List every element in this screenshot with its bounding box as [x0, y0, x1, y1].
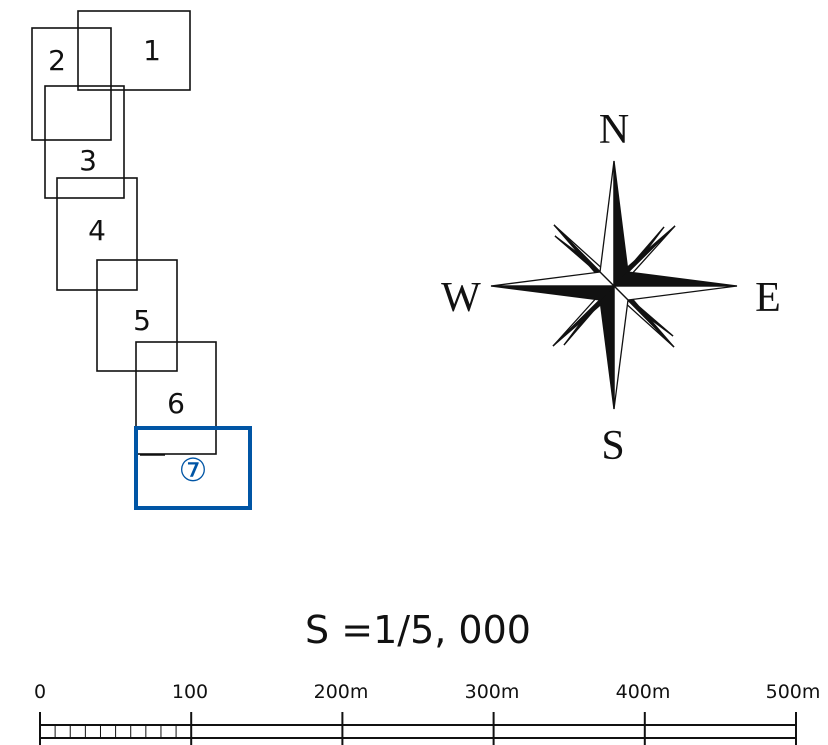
sheet-2-label: 2	[48, 44, 66, 77]
compass-rose	[490, 160, 738, 410]
sheet-7-label: ⑦	[179, 451, 208, 489]
sheet-6-label: 6	[167, 387, 185, 420]
scale-tick-label-0: 0	[34, 681, 46, 703]
scale-bar: 0 100 200m 300m 400m 500m	[34, 681, 820, 745]
scale-minor-ticks	[54, 725, 177, 738]
sheet-1[interactable]: 1	[77, 10, 191, 91]
scale-ratio: S =1/5, 000	[305, 608, 531, 652]
sheet-index: 1 2 3 4 5 6 ⑦	[31, 10, 252, 510]
scale-tick-label-200: 200m	[314, 681, 369, 703]
sheet-6-frame	[135, 341, 217, 455]
compass-south-label: S	[601, 423, 624, 469]
scale-tick-label-100: 100	[172, 681, 208, 703]
scale-tick-label-400: 400m	[616, 681, 671, 703]
sheet-2[interactable]: 2	[31, 27, 112, 141]
compass-east-label: E	[755, 275, 781, 321]
sheet-2-frame	[31, 27, 112, 141]
sheet-7-frame	[134, 426, 252, 510]
sheet-7-selected[interactable]: ⑦	[134, 426, 252, 510]
compass-north-label: N	[599, 107, 629, 153]
sheet-5[interactable]: 5	[96, 259, 178, 372]
scale-tick-label-300: 300m	[465, 681, 520, 703]
sheet-1-label: 1	[143, 34, 161, 67]
sheet-5-label: 5	[133, 304, 151, 337]
sheet-5-frame	[96, 259, 178, 372]
sheet-3[interactable]: 3	[44, 85, 125, 199]
compass-star-icon	[490, 160, 738, 410]
sheet-3-label: 3	[79, 144, 97, 177]
scale-tick-label-500: 500m	[766, 681, 821, 703]
compass-west-label: W	[441, 275, 481, 321]
sheet-4-label: 4	[88, 214, 106, 247]
sheet-3-frame	[44, 85, 125, 199]
sheet-1-frame	[77, 10, 191, 91]
sheet-6[interactable]: 6	[135, 341, 217, 455]
scale-major-ticks	[39, 712, 797, 745]
